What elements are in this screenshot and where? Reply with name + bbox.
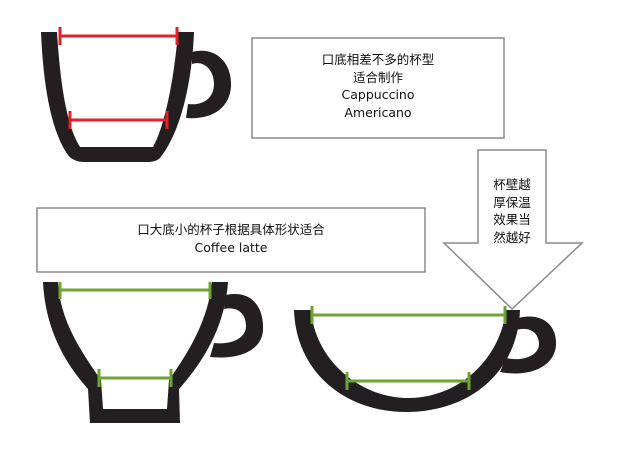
green-rim-measure [58,282,212,299]
straight-cup-handle [186,50,232,119]
green-base-measure [97,369,173,387]
latte-note-text: 口大底小的杯子根据具体形状适合 Coffee latte [37,221,425,256]
arrow-line: 然越好 [493,229,531,245]
note-line: Americano [344,104,412,120]
tulip-cup [43,282,264,423]
bowl-cup [294,306,557,412]
bowl-cup-handle [500,316,557,374]
note-line: 适合制作 [352,69,403,85]
green-base-measure-bowl [345,372,471,390]
straight-cup-body [41,32,194,162]
tulip-cup-handle [210,294,264,358]
latte-note-box [36,207,426,273]
tulip-cup-body [43,282,228,423]
note-line: 口大底小的杯子根据具体形状适合 [137,222,325,237]
bowl-cup-body [294,310,520,412]
arrow-line: 厚保温 [493,194,531,210]
arrow-line: 杯壁越 [493,177,531,192]
arrow-text: 杯壁越 厚保温 效果当 然越好 [478,176,546,246]
straight-cup [41,27,232,162]
red-rim-measure [58,27,179,45]
note-line: Coffee latte [194,239,268,255]
down-arrow [442,149,584,311]
cappuccino-note-text: 口底相差不多的杯型 适合制作 Cappuccino Americano [252,51,504,121]
note-line: 口底相差不多的杯型 [321,52,435,67]
red-base-measure [68,111,169,129]
note-line: Cappuccino [341,87,415,102]
green-rim-measure-bowl [310,306,507,324]
cappuccino-note-box [251,37,505,139]
arrow-line: 效果当 [493,212,531,227]
